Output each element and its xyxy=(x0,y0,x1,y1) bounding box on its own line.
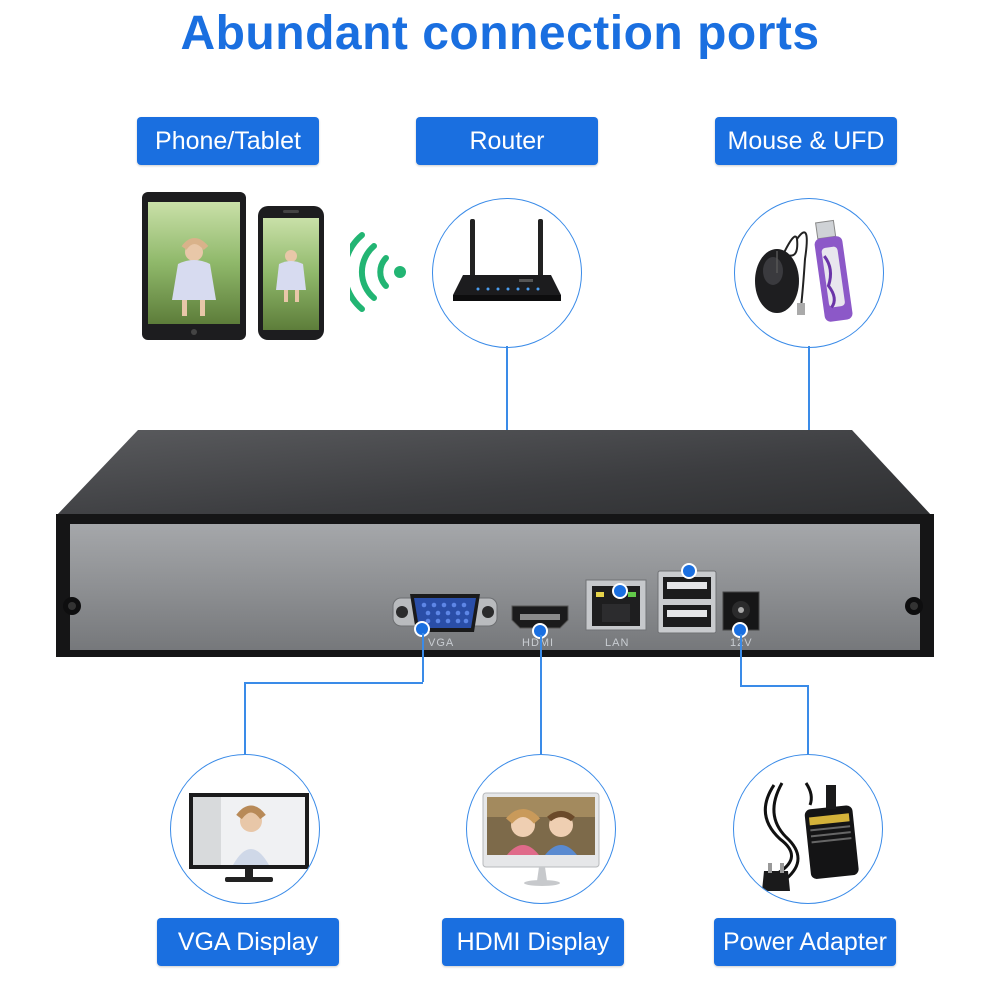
dc-port xyxy=(722,591,760,631)
vga-line-h xyxy=(244,682,423,684)
vga-port xyxy=(392,594,498,632)
lan-port-label: LAN xyxy=(605,637,630,649)
vga-port-dot xyxy=(416,623,428,635)
dc-port-dot xyxy=(734,624,746,636)
usb-line-v1 xyxy=(808,346,810,458)
power-line-v1 xyxy=(740,634,742,685)
phone-tablet-label: Phone/Tablet xyxy=(137,117,319,165)
vga-display-label: VGA Display xyxy=(157,918,339,966)
vga-port-label: VGA xyxy=(428,637,455,649)
hdmi-line-v xyxy=(540,635,542,754)
router-icon xyxy=(453,219,561,301)
power-adapter-label: Power Adapter xyxy=(714,918,896,966)
hdmi-port xyxy=(511,605,569,629)
power-line-h xyxy=(740,685,808,687)
lan-port xyxy=(585,579,647,631)
hdmi-display-label: HDMI Display xyxy=(442,918,624,966)
router-circle xyxy=(432,198,582,348)
hdmi-port-label: HDMI xyxy=(522,637,555,649)
mouse-usb-icon xyxy=(755,219,853,322)
usb-port-dot xyxy=(683,565,695,577)
vga-line-v1 xyxy=(422,633,424,682)
hdmi-display-circle xyxy=(466,754,616,904)
router-line-v1 xyxy=(506,346,508,446)
power-adapter-icon xyxy=(762,782,859,891)
lan-port-dot xyxy=(614,585,626,597)
hdmi-port-dot xyxy=(534,625,546,637)
vga-line-v2 xyxy=(244,682,246,754)
nvr-device xyxy=(56,430,934,657)
mouse-ufd-label: Mouse & UFD xyxy=(715,117,897,165)
power-adapter-circle xyxy=(733,754,883,904)
mouse-ufd-circle xyxy=(734,198,884,348)
hdmi-monitor-icon xyxy=(482,792,600,886)
usb-ports xyxy=(657,570,717,634)
router-label: Router xyxy=(416,117,598,165)
page-title: Abundant connection ports xyxy=(180,7,820,60)
wifi-icon xyxy=(350,232,406,312)
vga-monitor-icon xyxy=(189,793,309,882)
vga-display-circle xyxy=(170,754,320,904)
tablet-phone-illustration xyxy=(142,192,324,340)
power-line-v2 xyxy=(807,685,809,754)
